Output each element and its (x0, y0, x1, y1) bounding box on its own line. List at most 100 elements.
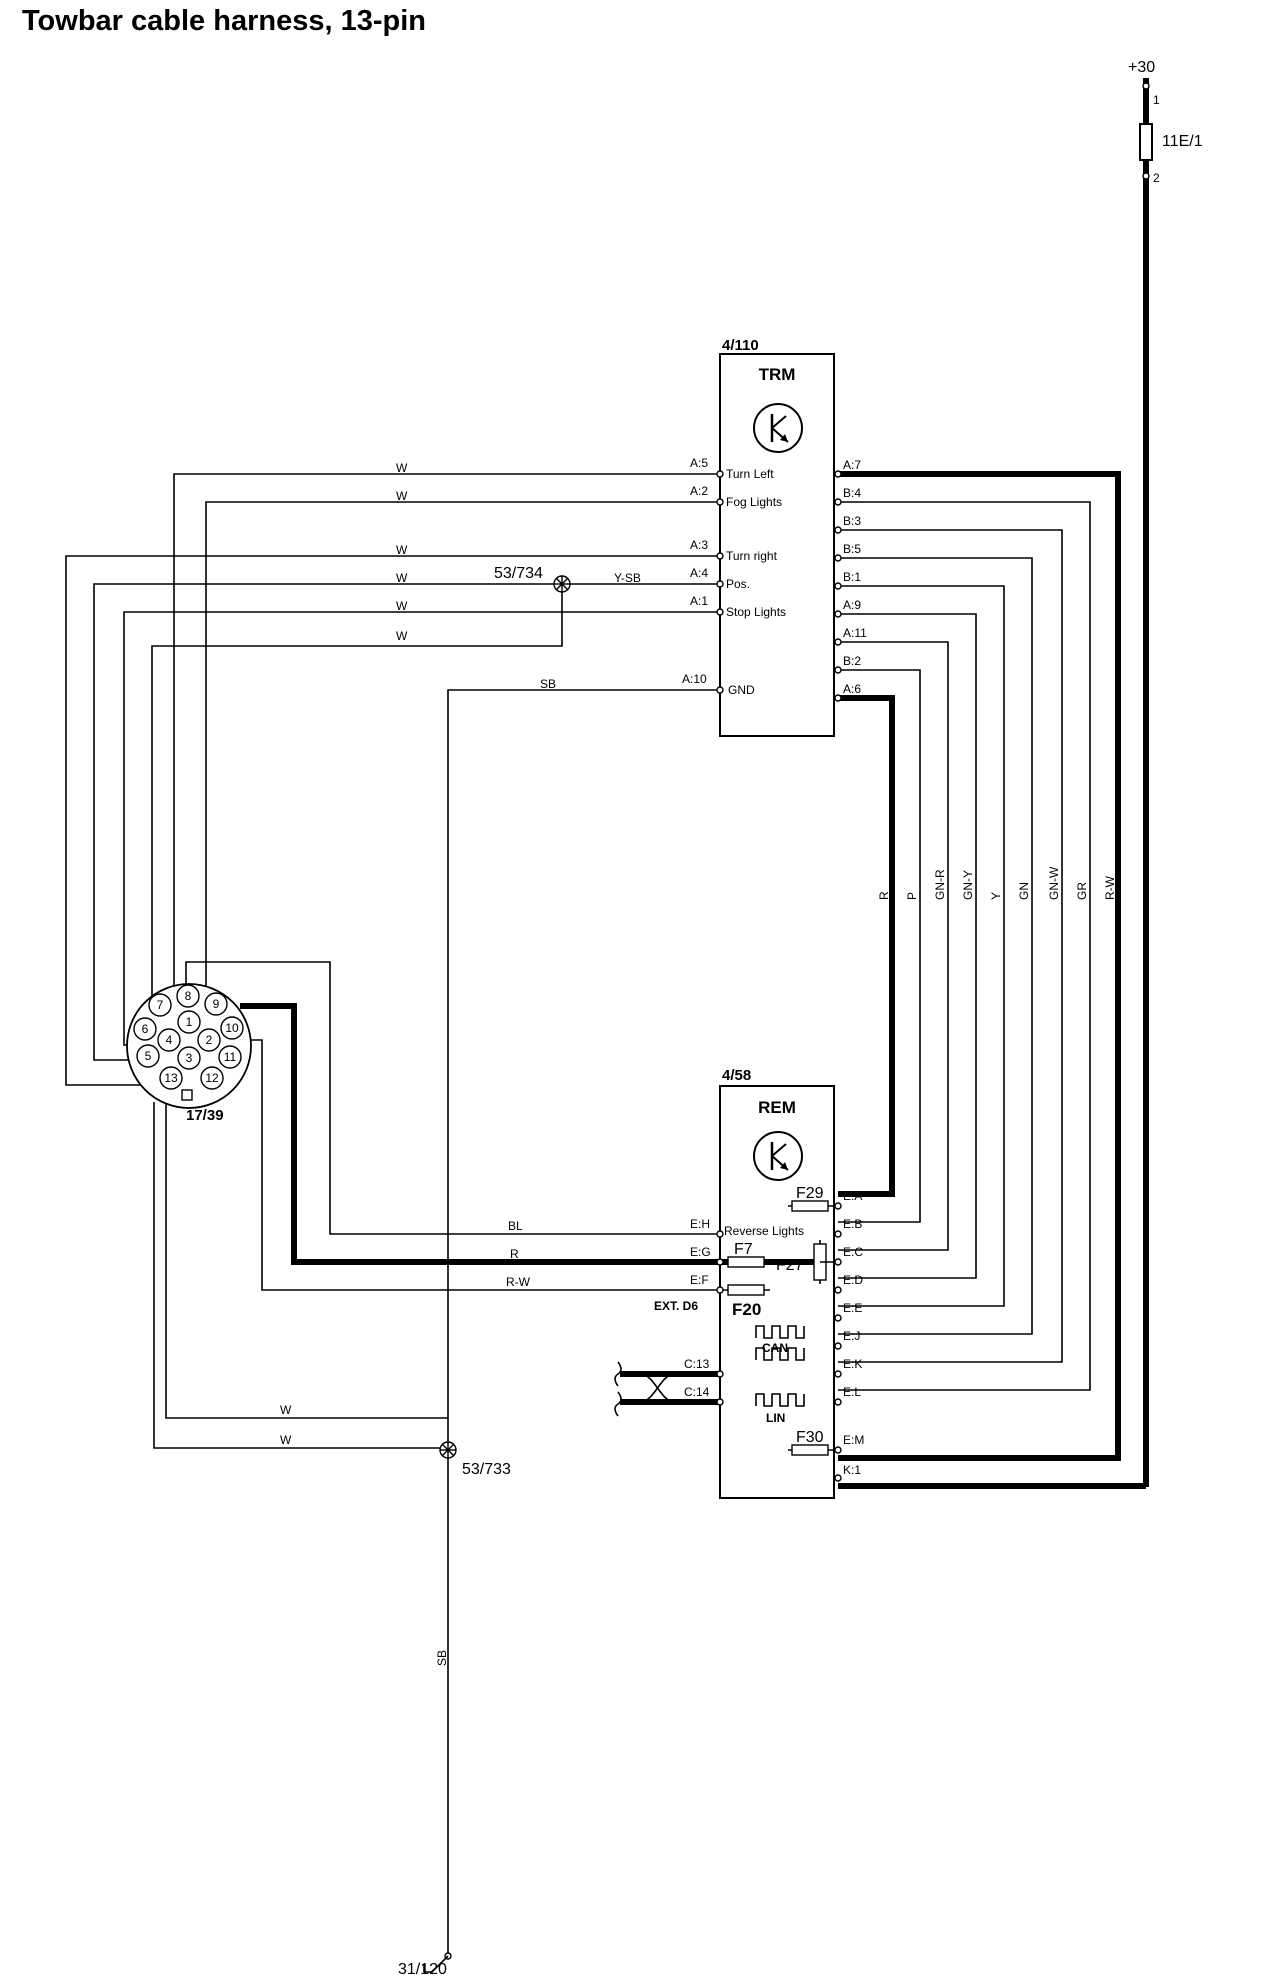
svg-text:GN-Y: GN-Y (961, 870, 975, 900)
svg-text:Y: Y (989, 892, 1003, 900)
svg-text:W: W (396, 489, 408, 503)
svg-text:W: W (396, 629, 408, 643)
lin-icon: LIN (755, 1393, 805, 1425)
svg-text:E:C: E:C (843, 1245, 863, 1259)
svg-text:E:D: E:D (843, 1273, 863, 1287)
supply-label: +30 (1128, 59, 1155, 76)
svg-text:Pos.: Pos. (726, 577, 750, 591)
ground-wire-color: SB (435, 1650, 449, 1666)
svg-text:P: P (905, 892, 919, 900)
svg-text:W: W (396, 461, 408, 475)
svg-text:R-W: R-W (1103, 875, 1117, 900)
transistor-icon (753, 1131, 803, 1181)
bus-wires: C:13 C:14 (614, 1357, 724, 1417)
fuse-f20: F20 (720, 1284, 770, 1319)
svg-text:2: 2 (206, 1033, 213, 1047)
svg-text:A:4: A:4 (690, 566, 708, 580)
svg-text:GND: GND (728, 683, 755, 697)
svg-text:12: 12 (205, 1071, 219, 1085)
svg-text:E:H: E:H (690, 1217, 710, 1231)
svg-text:Fog Lights: Fog Lights (726, 495, 782, 509)
splice-bottom-label: 53/733 (462, 1461, 511, 1478)
svg-text:9: 9 (213, 997, 220, 1011)
svg-text:B:5: B:5 (843, 542, 861, 556)
svg-text:E:M: E:M (843, 1433, 864, 1447)
splice-53-734 (553, 575, 571, 593)
svg-text:A:3: A:3 (690, 538, 708, 552)
svg-text:2: 2 (1153, 171, 1160, 185)
svg-text:B:3: B:3 (843, 514, 861, 528)
svg-text:E:A: E:A (843, 1189, 862, 1203)
svg-text:W: W (280, 1433, 292, 1447)
fuse-f30: F30 (788, 1429, 838, 1456)
svg-text:F20: F20 (732, 1300, 761, 1319)
svg-text:A:6: A:6 (843, 682, 861, 696)
svg-text:10: 10 (225, 1021, 239, 1035)
svg-text:6: 6 (142, 1022, 149, 1036)
svg-text:B:1: B:1 (843, 570, 861, 584)
svg-text:1: 1 (1153, 93, 1160, 107)
svg-text:W: W (396, 571, 408, 585)
ext-d6-label: EXT. D6 (654, 1299, 698, 1313)
svg-text:F7: F7 (734, 1241, 753, 1258)
can-icon: CAN (755, 1325, 805, 1361)
trailer-socket-17-39: 1 2 3 4 5 6 7 8 9 10 11 12 13 (126, 983, 252, 1109)
ground-label: 31/120 (398, 1961, 447, 1978)
fuse-f27: F27 (776, 1240, 838, 1284)
transistor-icon (753, 403, 803, 453)
rem-ref: 4/58 (722, 1067, 751, 1084)
svg-text:SB: SB (540, 677, 556, 691)
svg-text:GN-R: GN-R (933, 869, 947, 900)
fuse-f29: F29 (788, 1185, 838, 1212)
svg-text:E:F: E:F (690, 1273, 709, 1287)
fuse-11e1-label: 11E/1 (1162, 133, 1203, 150)
svg-text:Turn Left: Turn Left (726, 467, 774, 481)
svg-text:1: 1 (186, 1015, 193, 1029)
rem-right-pins: E:A E:B E:C E:D E:E E:J E:K E:L E:M K:1 (834, 1189, 864, 1482)
splice-top-wire: Y-SB (614, 571, 641, 585)
svg-text:W: W (396, 543, 408, 557)
fuse-11e1 (1139, 123, 1153, 161)
svg-text:13: 13 (164, 1071, 178, 1085)
svg-text:E:E: E:E (843, 1301, 862, 1315)
svg-text:F27: F27 (776, 1257, 804, 1274)
fuse-f7: F7 (710, 1241, 816, 1268)
svg-text:A:10: A:10 (682, 672, 707, 686)
trm-output-pins: A:7 B:4 B:3 B:5 B:1 A:9 A:11 B:2 A:6 (834, 458, 867, 702)
svg-text:Stop Lights: Stop Lights (726, 605, 786, 619)
splice-53-733 (439, 1441, 457, 1459)
rem-left-pins: E:H E:G E:F (690, 1217, 724, 1294)
svg-text:7: 7 (157, 998, 164, 1012)
svg-text:W: W (280, 1403, 292, 1417)
socket-pins: 1 2 3 4 5 6 7 8 9 10 11 12 13 (133, 984, 244, 1090)
svg-text:E:K: E:K (843, 1357, 862, 1371)
svg-text:5: 5 (145, 1049, 152, 1063)
svg-text:R-W: R-W (506, 1275, 531, 1289)
svg-text:GR: GR (1075, 882, 1089, 900)
trm-wire-labels: W W W W W W SB Y-SB (396, 461, 641, 691)
splice-top-label: 53/734 (494, 565, 543, 582)
vertical-wire-colors: R P GN-R GN-Y Y GN GN-W GR R-W (877, 866, 1117, 900)
svg-text:A:11: A:11 (843, 626, 867, 640)
svg-text:F30: F30 (796, 1429, 824, 1446)
trm-input-pins: A:5 A:2 A:3 A:4 A:1 A:10 Turn Left Fog L… (682, 456, 786, 697)
connector-label: 17/39 (186, 1107, 224, 1124)
svg-text:C:14: C:14 (684, 1385, 710, 1399)
svg-text:A:7: A:7 (843, 458, 861, 472)
svg-text:E:J: E:J (843, 1329, 860, 1343)
svg-text:E:G: E:G (690, 1245, 711, 1259)
trm-rem-wires (838, 471, 1146, 1489)
svg-text:GN: GN (1017, 882, 1031, 900)
svg-text:A:9: A:9 (843, 598, 861, 612)
trm-module (719, 353, 835, 737)
svg-text:Turn right: Turn right (726, 549, 778, 563)
svg-text:CAN: CAN (762, 1341, 788, 1355)
svg-text:A:1: A:1 (690, 594, 708, 608)
svg-text:11: 11 (224, 1050, 237, 1064)
svg-text:E:B: E:B (843, 1217, 862, 1231)
svg-text:BL: BL (508, 1219, 523, 1233)
trm-ref: 4/110 (722, 337, 759, 354)
diagram-title: Towbar cable harness, 13-pin (22, 5, 426, 37)
svg-text:W: W (396, 599, 408, 613)
